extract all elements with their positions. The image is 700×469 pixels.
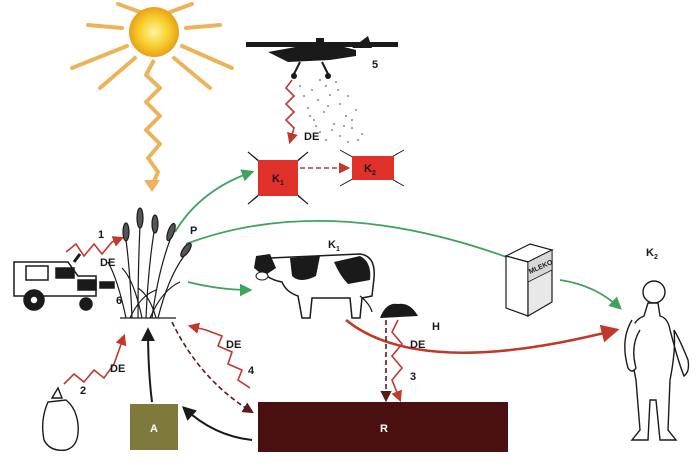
svg-text:K1: K1: [272, 173, 284, 187]
label-2: 2: [80, 385, 86, 397]
label-reducers: R: [380, 423, 388, 435]
energy-arrow-pesticide: [284, 79, 298, 145]
insect-consumer-k2-box: K2: [339, 149, 405, 187]
fertilizer-sack-icon: [41, 386, 79, 451]
label-k1-cow: K: [328, 239, 336, 251]
label-3: 3: [410, 371, 416, 383]
label-5: 5: [372, 59, 378, 71]
arrow-abiotic-to-producer: [141, 327, 156, 403]
arrow-producer-to-cow: [187, 281, 253, 297]
cow-icon: [254, 253, 375, 319]
label-k2-human-sub: 2: [654, 254, 658, 261]
energy-arrow-4: [187, 322, 251, 389]
label-1: 1: [98, 229, 104, 241]
label-de-1: DE: [100, 257, 115, 269]
svg-text:K2: K2: [646, 247, 658, 261]
label-4: 4: [248, 365, 255, 377]
arrow-reducers-to-abiotic: [181, 406, 253, 441]
sun-energy-ray: [144, 59, 162, 187]
label-k1-insect-sub: 1: [280, 180, 284, 187]
label-de-3: DE: [410, 339, 425, 351]
label-6: 6: [116, 295, 122, 307]
manure-humus-icon: [380, 303, 418, 318]
label-producer: P: [190, 225, 197, 237]
abiotic-box: [130, 404, 178, 450]
label-k2-human: K: [646, 247, 654, 259]
human-figure-icon: [624, 280, 690, 441]
label-k2-insect-sub: 2: [372, 170, 376, 177]
svg-text:K1: K1: [328, 239, 340, 253]
arrow-producer-to-milk: [185, 219, 523, 265]
arrow-producer-to-k1: [174, 169, 255, 233]
arrow-cow-to-human: [345, 318, 620, 354]
energy-arrow-2: [63, 333, 127, 385]
label-abiotic: A: [150, 423, 158, 435]
airplane-icon: [246, 36, 398, 79]
reducers-box: [258, 402, 508, 452]
pesticide-spray: [299, 79, 363, 143]
label-k1-insect: K: [272, 173, 280, 185]
sun-icon: [70, 2, 234, 192]
arrow-producer-to-reducers: [171, 321, 254, 414]
tractor-icon: [13, 253, 115, 311]
label-de-pesticide: DE: [304, 131, 319, 143]
label-humus: H: [432, 321, 440, 333]
label-de-4: DE: [226, 339, 241, 351]
label-de-2: DE: [110, 363, 125, 375]
arrow-milk-to-human: [559, 279, 622, 310]
label-k2-insect: K: [364, 163, 372, 175]
milk-carton-icon: MLEKO: [504, 243, 554, 318]
energy-arrow-1: [65, 236, 125, 258]
wheat-plant-icon: [107, 207, 192, 319]
energy-arrow-3: [390, 319, 404, 403]
insect-consumer-k1-box: K1: [247, 151, 309, 205]
label-k1-cow-sub: 1: [336, 246, 340, 253]
svg-text:K2: K2: [364, 163, 376, 177]
